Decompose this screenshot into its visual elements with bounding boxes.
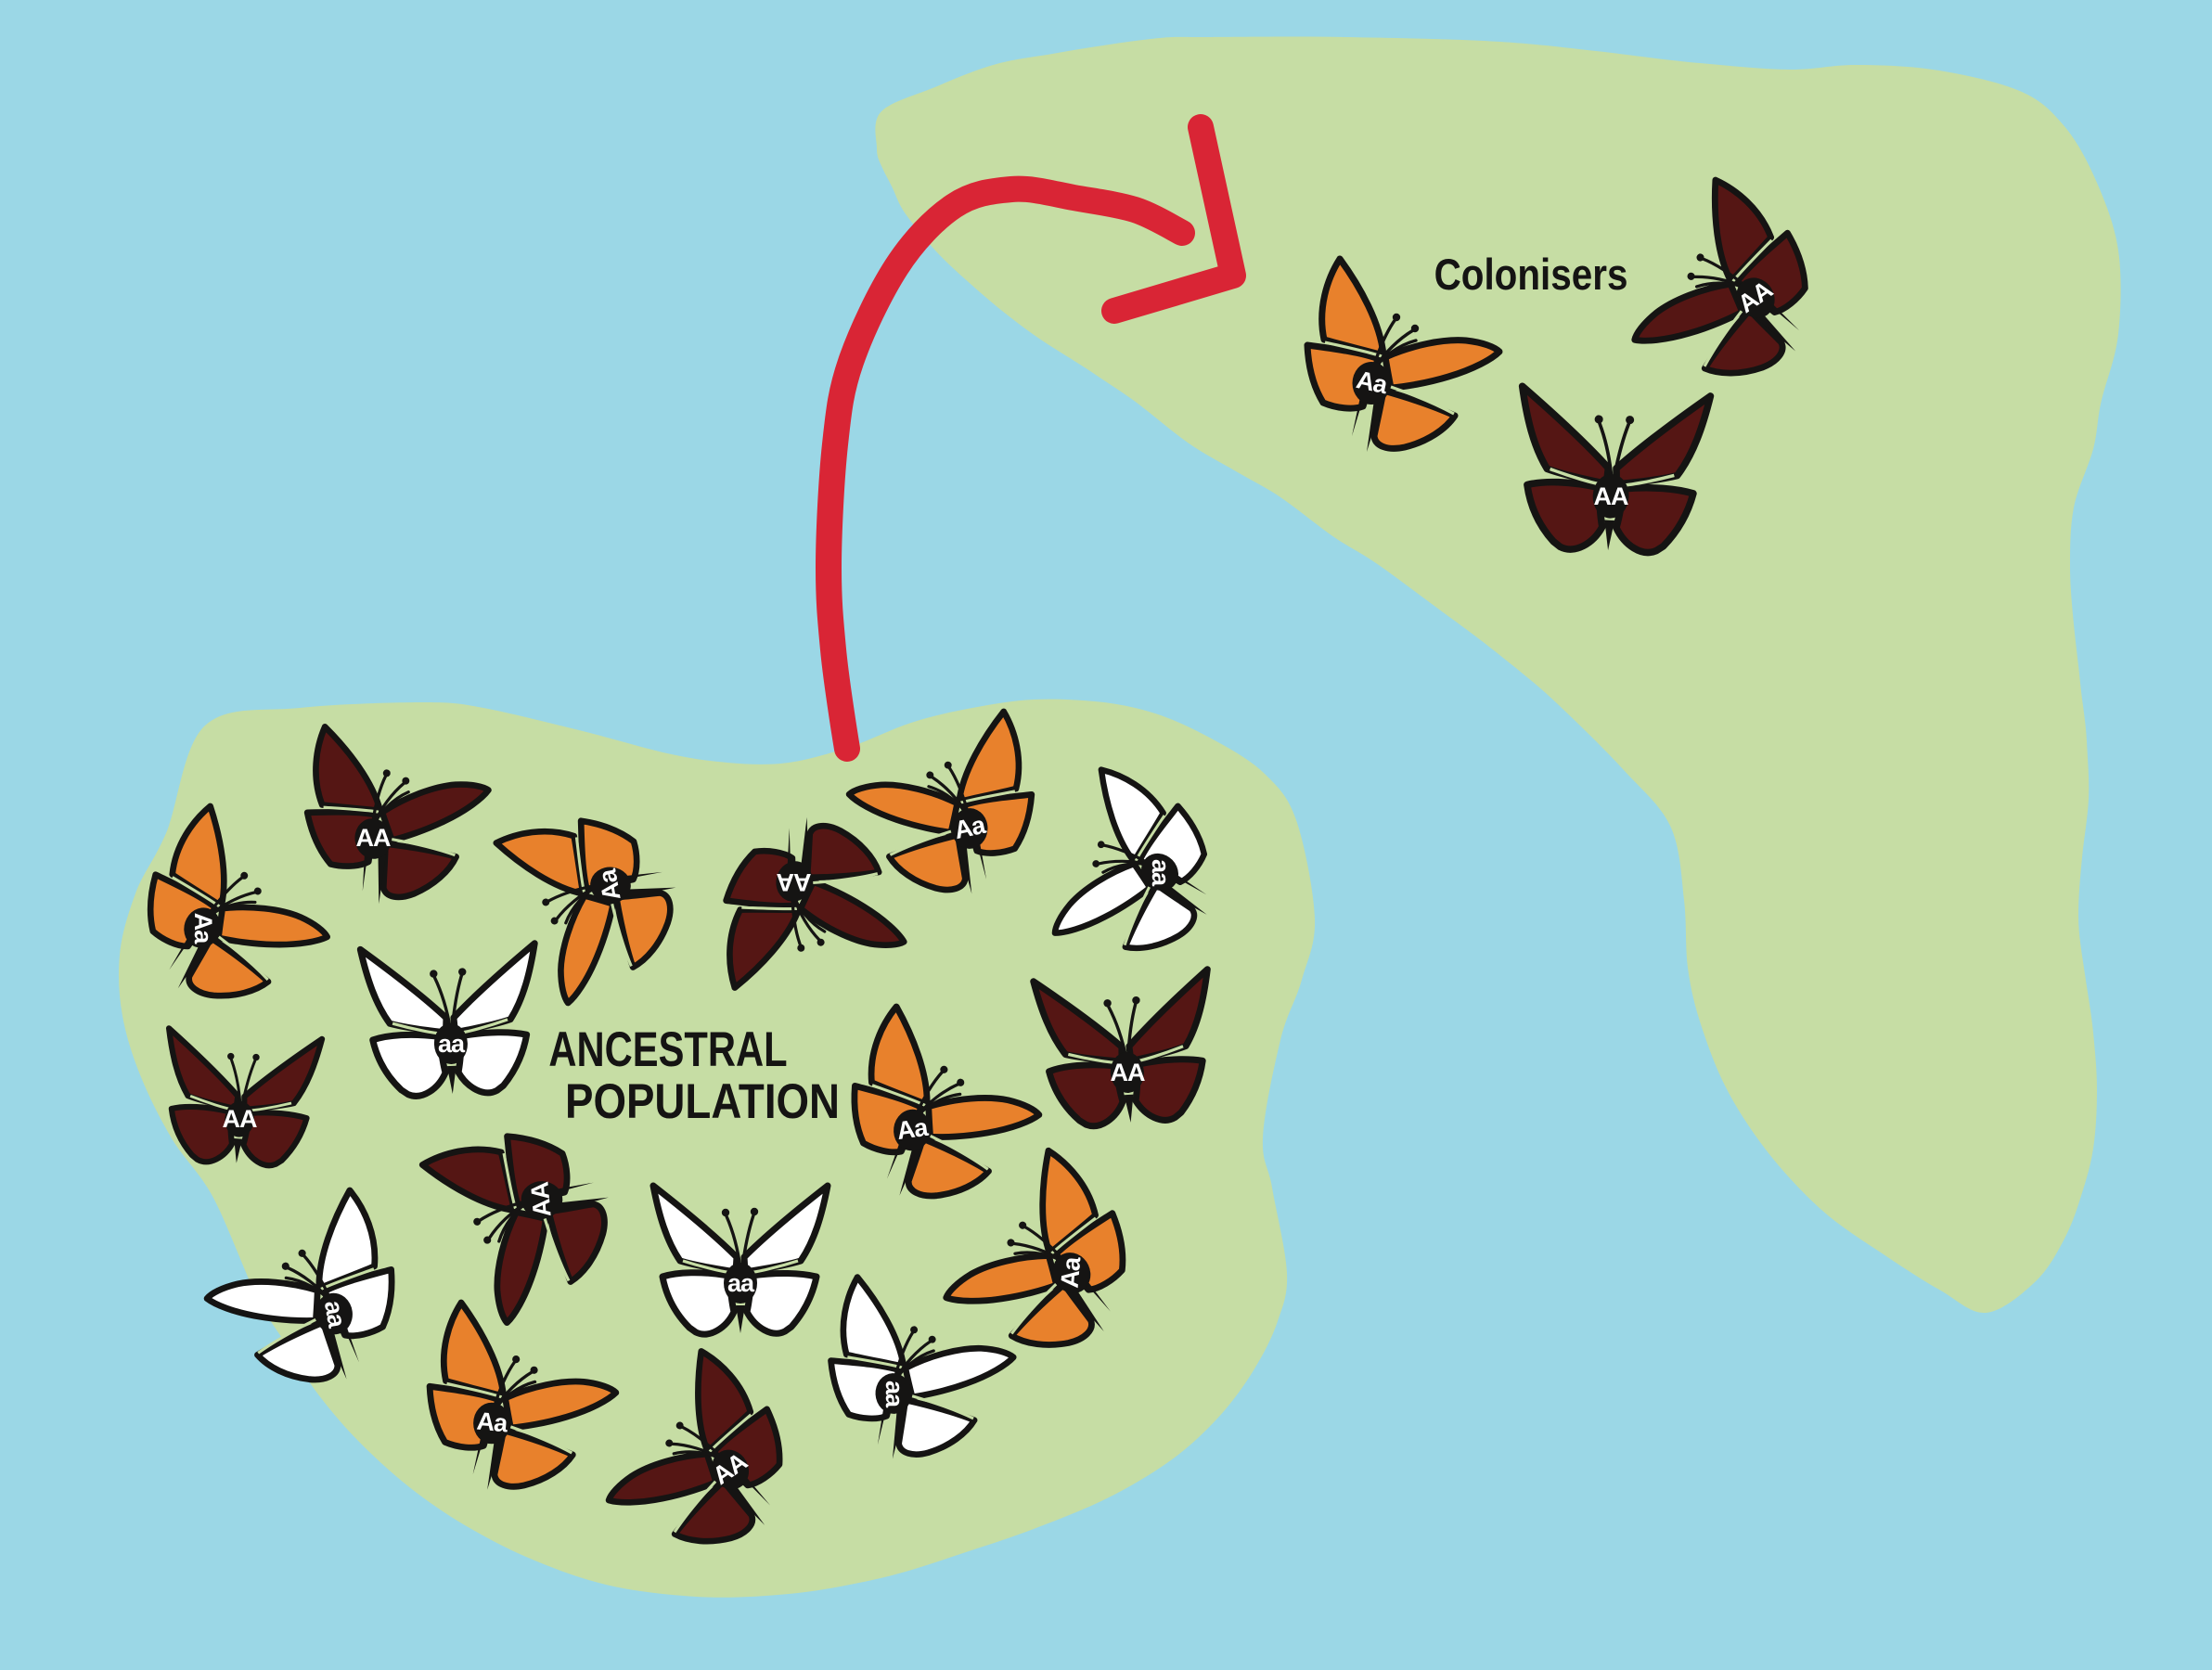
svg-text:AA: AA [223, 1105, 257, 1133]
svg-text:AA: AA [356, 824, 391, 852]
svg-text:AA: AA [1594, 482, 1628, 510]
svg-text:aa: aa [1147, 859, 1175, 887]
svg-text:AA: AA [525, 1181, 556, 1218]
svg-text:ANCESTRAL: ANCESTRAL [548, 1022, 787, 1077]
svg-text:Aa: Aa [189, 913, 217, 944]
svg-text:aa: aa [881, 1381, 908, 1408]
svg-text:AA: AA [777, 868, 811, 896]
svg-text:Aa: Aa [1056, 1254, 1087, 1289]
svg-text:Colonisers: Colonisers [1434, 250, 1628, 300]
svg-text:Aa: Aa [895, 1113, 931, 1146]
svg-text:AA: AA [1111, 1059, 1145, 1086]
svg-text:Aa: Aa [593, 867, 626, 903]
svg-text:aa: aa [727, 1269, 755, 1297]
svg-text:POPULATION: POPULATION [565, 1074, 840, 1129]
svg-text:aa: aa [438, 1030, 466, 1058]
svg-text:Aa: Aa [476, 1407, 510, 1438]
